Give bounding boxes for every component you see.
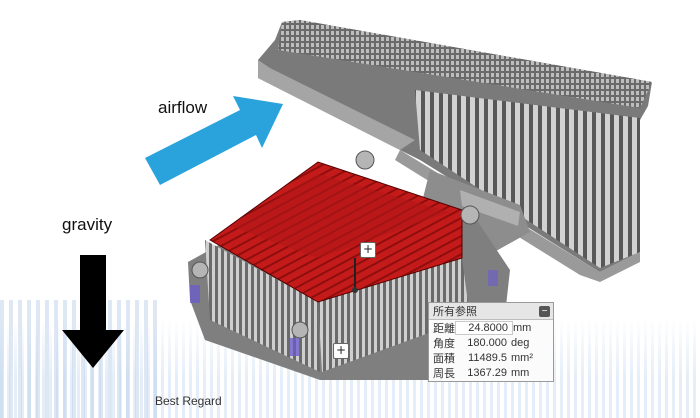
measure-row-label: 距離	[433, 322, 455, 335]
gravity-arrow-shape	[62, 255, 124, 368]
collapse-icon[interactable]: −	[539, 305, 550, 317]
measure-row-value[interactable]: 24.8000	[455, 320, 513, 335]
expand-handle-top[interactable]: +	[360, 242, 376, 258]
measure-row-perimeter: 周長 1367.29 mm	[429, 365, 553, 380]
measure-row-unit: deg	[511, 336, 530, 349]
measure-row-area: 面積 11489.5 mm²	[429, 350, 553, 365]
probe-pin	[352, 258, 358, 293]
measure-row-unit: mm	[511, 366, 530, 379]
measure-row-distance: 距離 24.8000 mm	[429, 320, 553, 335]
airflow-label: airflow	[158, 98, 208, 117]
gravity-arrow	[62, 255, 124, 368]
measure-row-value: 180.000	[467, 336, 507, 349]
footer-text: Best Regard	[155, 394, 222, 408]
airflow-arrow	[145, 96, 283, 185]
measure-row-angle: 角度 180.000 deg	[429, 335, 553, 350]
radiator-bar	[258, 20, 652, 282]
measure-row-unit: mm	[513, 321, 532, 334]
gravity-label: gravity	[62, 215, 113, 234]
expand-handle-bottom[interactable]: +	[333, 343, 349, 359]
measure-row-unit: mm²	[511, 351, 533, 364]
measure-panel: 所有参照 − 距離 24.8000 mm 角度 180.000 deg 面積 1…	[428, 302, 554, 382]
measure-row-value: 11489.5	[468, 351, 507, 364]
airflow-arrow-shape	[145, 96, 283, 185]
measure-panel-header: 所有参照 −	[429, 303, 553, 320]
measure-row-label: 周長	[433, 367, 455, 380]
measure-row-label: 角度	[433, 337, 455, 350]
measure-row-label: 面積	[433, 352, 455, 365]
measure-row-value: 1367.29	[467, 366, 507, 379]
measure-panel-title: 所有参照	[433, 306, 477, 318]
